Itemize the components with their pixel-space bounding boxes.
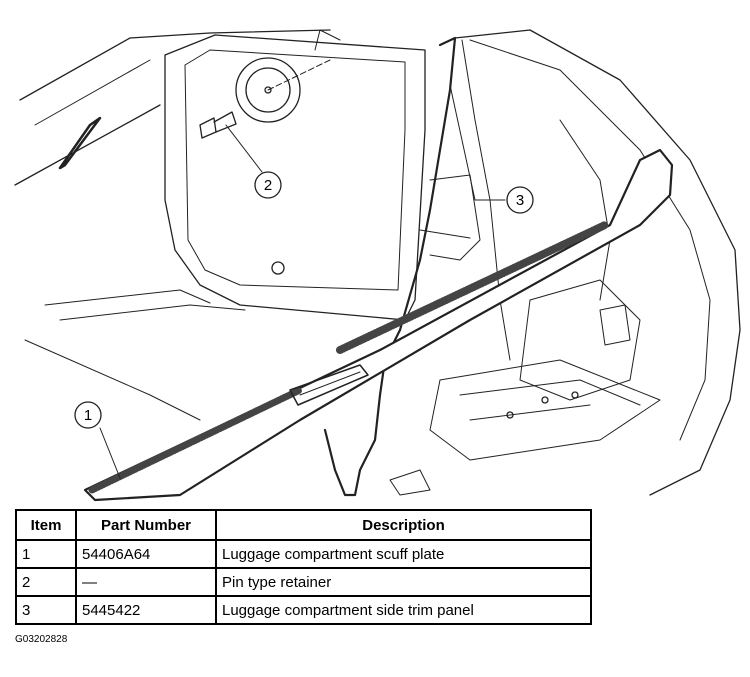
side-trim-panel [323, 36, 457, 497]
figure-code: G03202828 [15, 634, 68, 645]
callout-3-label: 3 [516, 192, 524, 209]
table-row: 2 — Pin type retainer [15, 567, 592, 597]
callout-1: 1 [74, 401, 102, 429]
callout-1-label: 1 [84, 407, 92, 424]
trunk-wall-panel [164, 34, 426, 321]
cell-part-number: 5445422 [75, 595, 217, 625]
cell-item: 2 [15, 567, 77, 597]
cell-description: Luggage compartment side trim panel [215, 595, 592, 625]
header-part-number: Part Number [75, 509, 217, 541]
header-item: Item [15, 509, 77, 541]
luggage-compartment-diagram: 1 2 3 [14, 29, 741, 502]
pin-type-retainer [199, 111, 237, 139]
cell-part-number: — [75, 567, 217, 597]
callout-2: 2 [254, 171, 282, 199]
rear-shelf-outline [19, 29, 331, 101]
table-header-row: Item Part Number Description [15, 509, 592, 541]
luggage-compartment-scuff-plate [83, 148, 674, 502]
callout-3: 3 [506, 186, 534, 214]
header-description: Description [215, 509, 592, 541]
cell-item: 1 [15, 539, 77, 569]
callout-2-label: 2 [264, 177, 272, 194]
cell-description: Luggage compartment scuff plate [215, 539, 592, 569]
cell-description: Pin type retainer [215, 567, 592, 597]
parts-table: Item Part Number Description 1 54406A64 … [15, 509, 592, 625]
table-row: 3 5445422 Luggage compartment side trim … [15, 595, 592, 625]
cell-item: 3 [15, 595, 77, 625]
table-row: 1 54406A64 Luggage compartment scuff pla… [15, 539, 592, 569]
cell-part-number: 54406A64 [75, 539, 217, 569]
